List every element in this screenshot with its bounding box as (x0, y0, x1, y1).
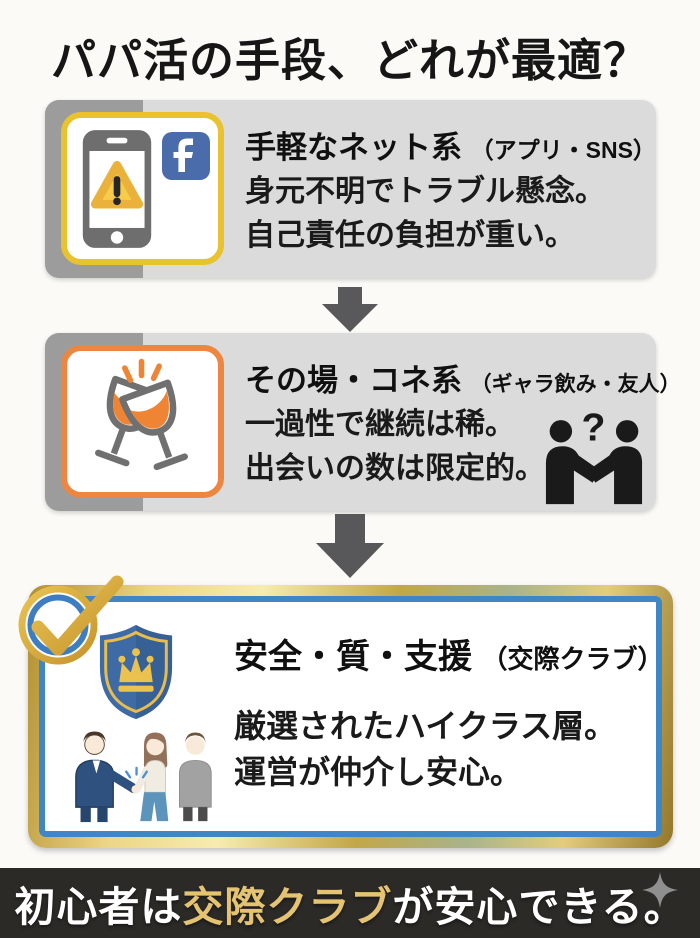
down-arrow-icon (316, 514, 384, 578)
page-title: パパ活の手段、どれが最適？ (50, 35, 649, 86)
card-connection-body: 一過性で継続は稀。 出会いの数は限定的。 (245, 403, 545, 491)
question-mark-glyph: ? (582, 407, 606, 450)
card-net-title-main: 手軽なネット系 (245, 130, 462, 165)
conclusion-text-post: が安心できる。 (392, 884, 686, 930)
card-club-body-line2: 運営が仲介し安心。 (234, 754, 523, 790)
card-club-title: 安全・質・支援 （交際クラブ） (234, 629, 663, 678)
down-arrow-icon (322, 287, 378, 332)
facebook-icon (162, 132, 210, 180)
card-net-body-line1: 身元不明でトラブル懸念。 (245, 175, 605, 208)
smartphone-warning-icon (82, 130, 152, 248)
card-net-body-line2: 自己責任の負担が重い。 (245, 219, 575, 252)
card-net-icon-box (61, 112, 224, 265)
card-connection-body-line1: 一過性で継続は稀。 (245, 408, 515, 441)
shield-crown-icon (99, 624, 173, 720)
card-net-body: 身元不明でトラブル懸念。 自己責任の負担が重い。 (245, 170, 605, 258)
check-badge-icon (18, 575, 124, 665)
conclusion-banner: 初心者は交際クラブが安心できる。 (0, 868, 700, 938)
card-connection-title-main: その場・コネ系 (245, 363, 462, 398)
card-net: 手軽なネット系 （アプリ・SNS） 身元不明でトラブル懸念。 自己責任の負担が重… (45, 100, 656, 278)
card-connection-icon-box (61, 345, 224, 498)
conclusion-text-pre: 初心者は (14, 884, 183, 930)
card-club-body-line1: 厳選されたハイクラス層。 (234, 708, 617, 744)
card-club-title-main: 安全・質・支援 (234, 638, 472, 676)
sparkle-icon (642, 872, 678, 908)
people-handshake-icon (75, 731, 212, 823)
card-connection-title: その場・コネ系 （ギャラ飲み・友人） (245, 355, 681, 400)
card-net-title: 手軽なネット系 （アプリ・SNS） (245, 122, 656, 167)
card-connection-title-sub: （ギャラ飲み・友人） (470, 373, 681, 396)
card-club-title-sub: （交際クラブ） (481, 644, 664, 674)
card-net-title-sub: （アプリ・SNS） (470, 137, 656, 163)
card-connection-body-line2: 出会いの数は限定的。 (245, 452, 545, 485)
cheers-glasses-icon (75, 358, 208, 486)
card-connection: その場・コネ系 （ギャラ飲み・友人） 一過性で継続は稀。 出会いの数は限定的。 … (45, 333, 681, 511)
handshake-question-icon: ? (545, 407, 643, 505)
card-club: 安全・質・支援 （交際クラブ） 厳選されたハイクラス層。 運営が仲介し安心。 (18, 575, 673, 848)
conclusion-text: 初心者は交際クラブが安心できる。 (14, 873, 685, 933)
conclusion-text-highlight: 交際クラブ (182, 884, 393, 930)
card-club-body: 厳選されたハイクラス層。 運営が仲介し安心。 (234, 703, 616, 795)
